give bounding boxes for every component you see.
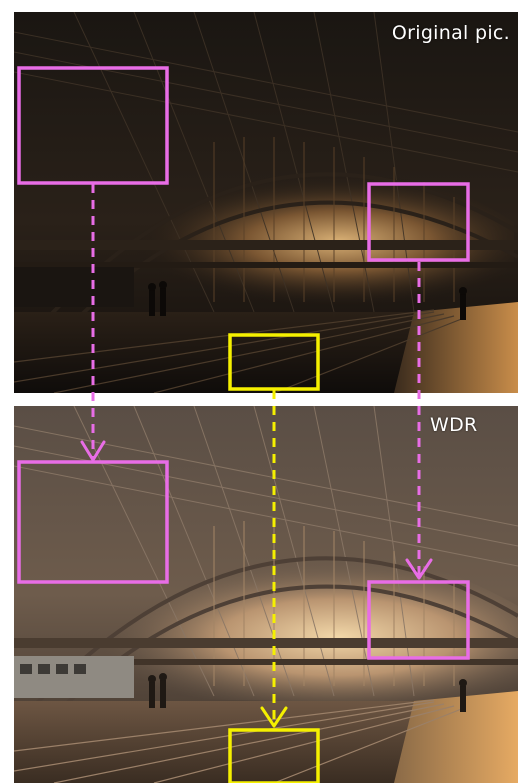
wdr-label: WDR <box>430 414 478 436</box>
bottom-left-region-box <box>17 460 169 584</box>
original-label: Original pic. <box>391 22 510 44</box>
ground-arrow-head-icon <box>260 706 288 728</box>
bottom-ground-region-box <box>228 728 320 783</box>
top-left-region-box <box>17 66 169 185</box>
top-right-region-box <box>367 182 470 262</box>
original-photo-panel: Original pic. <box>14 12 518 393</box>
original-station-photo <box>14 12 518 393</box>
right-arrow-head-icon <box>405 558 433 580</box>
left-arrow-head-icon <box>80 440 106 462</box>
top-ground-region-box <box>228 333 320 391</box>
bottom-right-region-box <box>367 580 470 660</box>
